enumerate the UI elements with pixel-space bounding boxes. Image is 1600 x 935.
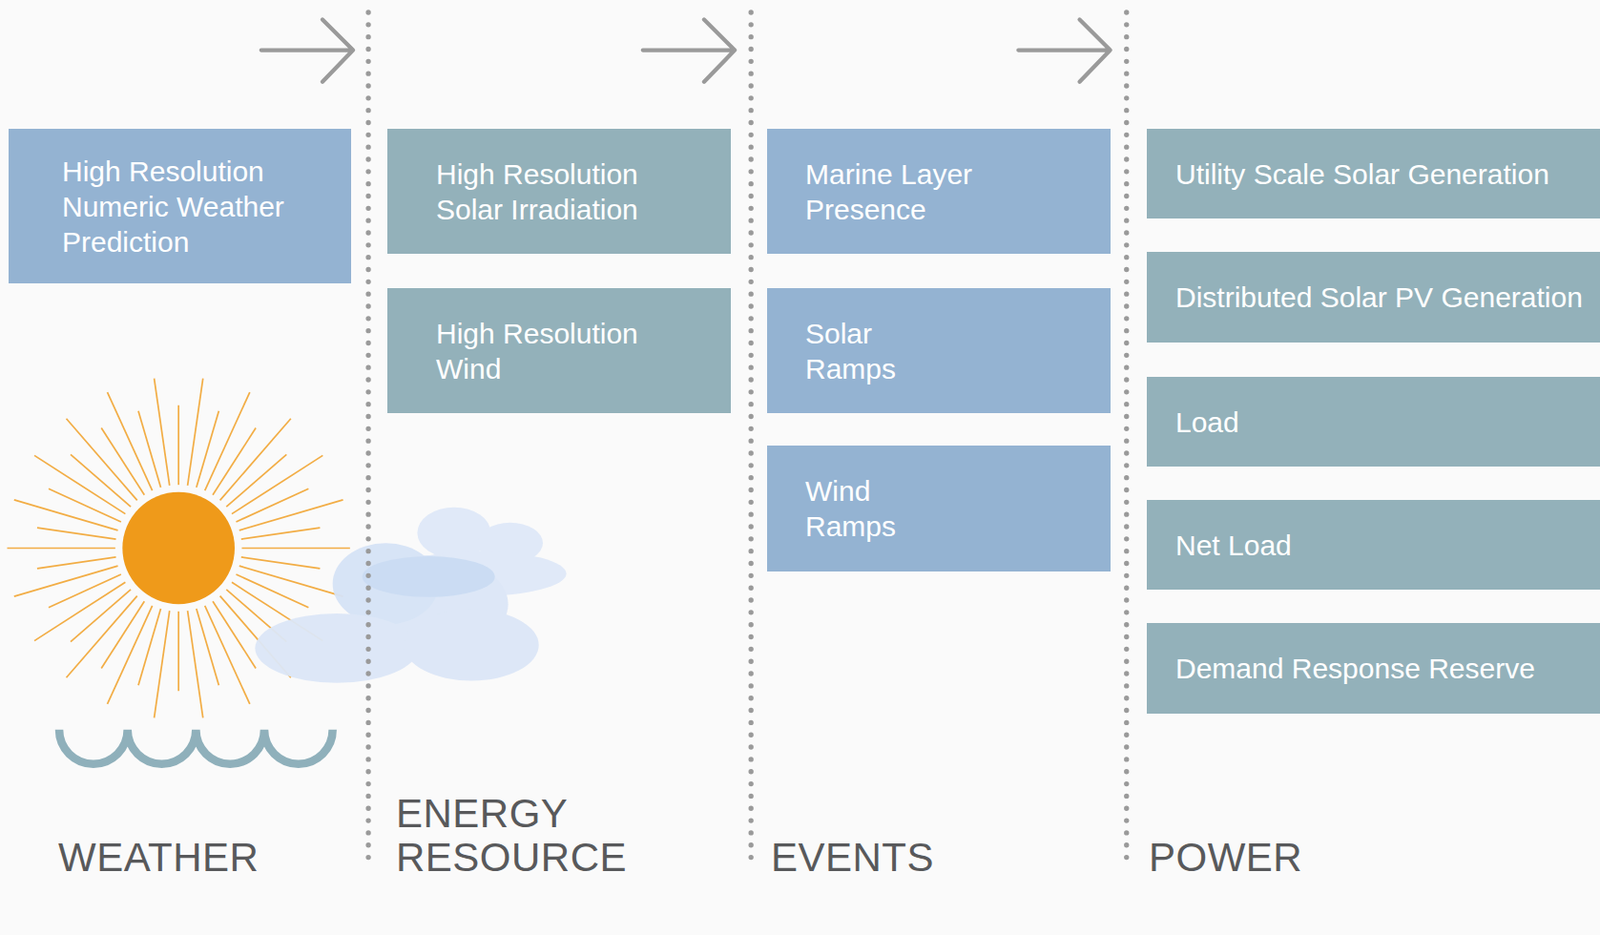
column-divider — [748, 12, 753, 870]
sun — [122, 492, 235, 605]
cloud-puff — [254, 613, 418, 684]
sun-ray — [48, 488, 122, 522]
sun-ray — [6, 547, 115, 550]
sun-ray — [177, 611, 180, 691]
sun-ray — [138, 608, 162, 686]
box-label: High Resolution Numeric Weather Predicti… — [62, 153, 339, 260]
sun-ray — [241, 547, 350, 550]
sun-ray — [239, 565, 344, 597]
box-label: Demand Response Reserve — [1175, 650, 1593, 686]
process-box: Wind Ramps — [767, 445, 1111, 572]
column-heading: EVENTS — [770, 835, 1058, 880]
sun-ray — [66, 418, 138, 501]
process-box: High Resolution Solar Irradiation — [387, 128, 731, 254]
sun-ray — [34, 455, 125, 514]
sun-ray — [205, 392, 250, 491]
column-divider — [1123, 12, 1129, 870]
box-label: Load — [1175, 404, 1593, 440]
flow-arrow — [261, 19, 354, 82]
cloud-shade — [362, 556, 496, 598]
process-box: Utility Scale Solar Generation — [1146, 128, 1600, 219]
clouds — [254, 507, 566, 684]
sun-ray — [235, 574, 309, 608]
box-label: Wind Ramps — [805, 473, 939, 544]
process-box: Load — [1146, 376, 1600, 467]
process-box: Demand Response Reserve — [1146, 623, 1600, 714]
box-label: Utility Scale Solar Generation — [1175, 156, 1593, 192]
sun-ray — [231, 455, 323, 514]
process-box: Solar Ramps — [767, 288, 1111, 414]
column-divider — [365, 12, 371, 870]
sun-ray — [187, 378, 204, 486]
process-box: Net Load — [1146, 499, 1600, 590]
sun-ray — [235, 488, 309, 522]
flow-arrow — [1018, 19, 1110, 82]
sun-ray — [107, 605, 153, 705]
sun-ray — [37, 557, 117, 569]
column-heading: ENERGY RESOURCE — [395, 791, 645, 880]
sun-ray — [241, 527, 321, 540]
sun-ray — [154, 378, 170, 486]
sun-ray — [101, 428, 145, 496]
box-label: High Resolution Solar Irradiation — [436, 156, 675, 228]
dividers — [368, 12, 1127, 870]
sun-ray — [14, 499, 119, 531]
cloud-puff — [404, 609, 540, 682]
sun-ray — [34, 581, 125, 641]
flow-arrow — [643, 19, 735, 82]
flow-arrows — [261, 19, 1111, 82]
box-label: Solar Ramps — [805, 315, 939, 387]
sun-ray — [196, 411, 220, 488]
sun-ray — [138, 411, 162, 488]
sun-ray — [70, 454, 131, 507]
column-heading: POWER — [1148, 835, 1435, 880]
process-box: Distributed Solar PV Generation — [1146, 251, 1600, 343]
sun-ray — [14, 565, 119, 597]
sun-ray — [205, 605, 250, 705]
process-box: Marine Layer Presence — [767, 128, 1111, 254]
sun-ray — [212, 601, 256, 668]
process-box: High Resolution Numeric Weather Predicti… — [8, 128, 352, 284]
sun-ray — [187, 610, 204, 718]
box-label: Net Load — [1175, 527, 1593, 563]
sun-ray — [239, 499, 344, 531]
waves — [59, 729, 333, 765]
sun-ray — [177, 405, 180, 485]
sun-ray — [154, 610, 170, 718]
column-heading: WEATHER — [58, 835, 345, 880]
sun-ray — [241, 557, 321, 569]
box-label: Marine Layer Presence — [805, 156, 1035, 228]
sun-ray — [107, 392, 153, 491]
sun-ray — [196, 608, 220, 686]
cloud-puff — [416, 507, 491, 559]
process-box: High Resolution Wind — [387, 288, 731, 414]
sun-ray — [37, 527, 117, 540]
box-label: High Resolution Wind — [436, 315, 675, 387]
box-label: Distributed Solar PV Generation — [1175, 279, 1593, 315]
sun-ray — [48, 574, 122, 608]
